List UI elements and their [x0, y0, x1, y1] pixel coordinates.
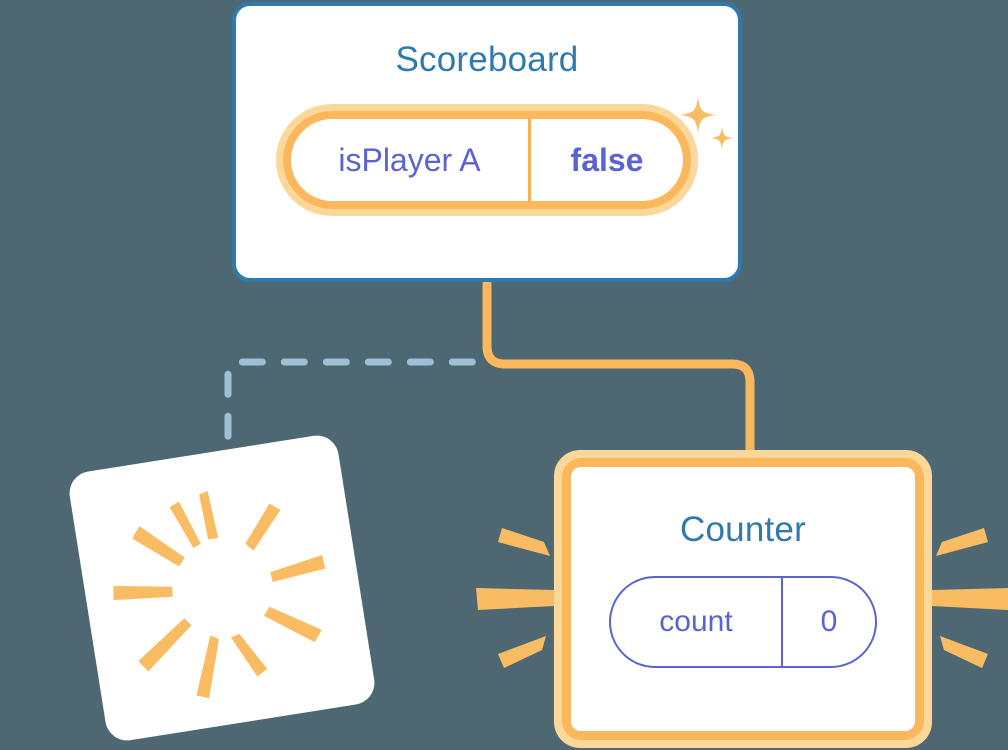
scoreboard-state-key: isPlayer A — [291, 119, 531, 201]
scoreboard-card[interactable]: Scoreboard isPlayer A false — [232, 2, 742, 282]
scoreboard-state-pill[interactable]: isPlayer A false — [276, 104, 698, 216]
counter-state-pill[interactable]: count 0 — [609, 576, 877, 668]
scoreboard-state-value: false — [570, 141, 644, 178]
tilted-blank-card[interactable] — [66, 432, 378, 744]
scoreboard-title: Scoreboard — [395, 40, 579, 79]
counter-card[interactable]: Counter count 0 — [554, 450, 932, 748]
connector-solid-to-counter — [482, 279, 755, 467]
counter-title: Counter — [680, 510, 806, 549]
counter-state-key: count — [611, 578, 783, 666]
counter-state-value: 0 — [820, 605, 838, 638]
